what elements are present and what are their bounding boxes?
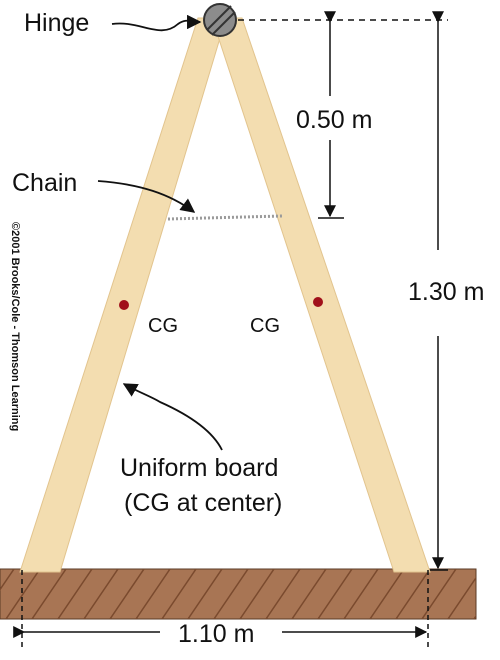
chain-label: Chain (12, 169, 77, 197)
ground-hatch-line (57, 569, 93, 619)
cg-right-label: CG (250, 315, 280, 337)
ground-hatch-line (83, 569, 119, 619)
ground-hatch-line (135, 569, 171, 619)
ground (0, 568, 477, 620)
ground-hatch-line (0, 569, 15, 591)
ground-hatch-line (187, 569, 223, 619)
dimension-lines (13, 11, 448, 650)
ground-hatch-line (31, 569, 67, 619)
ground-hatch-line (473, 614, 476, 619)
ground-hatch-line (317, 569, 353, 619)
ground-hatch-line (369, 569, 405, 619)
cg-right-dot (313, 297, 323, 307)
chain (167, 214, 283, 221)
ground-hatch-line (239, 569, 275, 619)
ground-hatch-line (447, 576, 476, 619)
ground-hatch-line (395, 569, 431, 619)
ground-hatch-line (161, 569, 197, 619)
ground-hatch-line (343, 569, 379, 619)
board-label-line1: Uniform board (120, 454, 278, 482)
height-label: 1.30 m (408, 278, 484, 306)
base-width-label: 1.10 m (178, 620, 254, 648)
ground-hatch-line (109, 569, 145, 619)
ground-hatch-line (265, 569, 301, 619)
ground-hatch-line (5, 569, 41, 619)
ground-hatch-line (291, 569, 327, 619)
chain-distance-label: 0.50 m (296, 106, 372, 134)
board-label-line2: (CG at center) (124, 489, 282, 517)
ground-hatch-line (213, 569, 249, 619)
pointer-arrows (97, 14, 223, 451)
cg-left-label: CG (148, 315, 178, 337)
hinge-icon (203, 3, 237, 37)
copyright-text: ©2001 Brooks/Cole - Thomson Learning (9, 222, 21, 431)
hinge-label: Hinge (24, 9, 89, 37)
cg-left-dot (119, 300, 129, 310)
